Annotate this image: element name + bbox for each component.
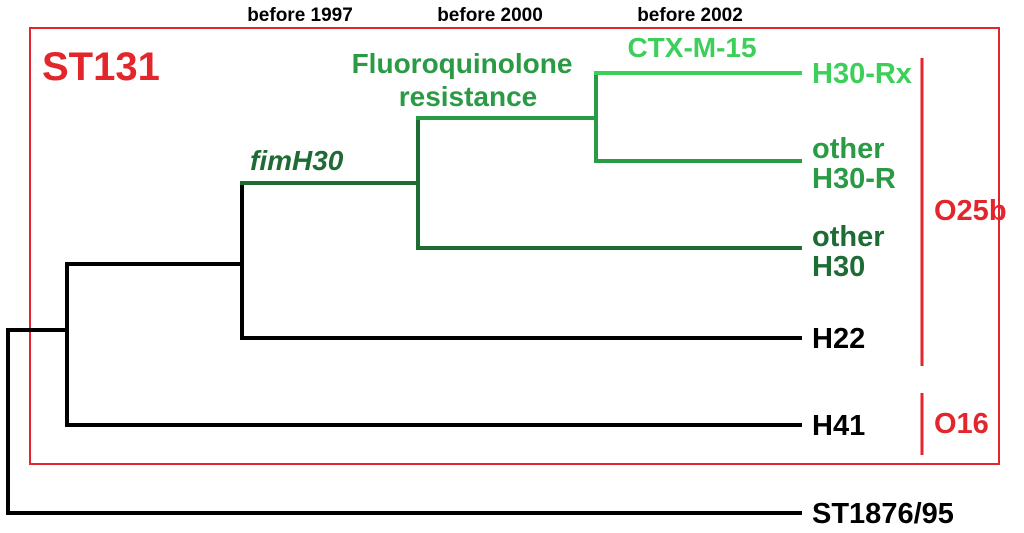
- event-label-fq-line1: Fluoroquinolone: [352, 48, 573, 79]
- timeline-label-2000: before 2000: [437, 5, 543, 26]
- tip-label-other-h30-line2: H30: [812, 251, 865, 283]
- event-label-fimh30: fimH30: [250, 145, 344, 176]
- tip-label-other-h30r-line1: other: [812, 133, 885, 165]
- tip-label-h22: H22: [812, 323, 865, 355]
- o16-label: O16: [934, 408, 989, 440]
- tip-label-h41: H41: [812, 410, 865, 442]
- timeline-label-1997: before 1997: [247, 5, 353, 26]
- st131-title: ST131: [42, 45, 160, 89]
- tip-label-other-h30-line1: other: [812, 221, 885, 253]
- o25b-label: O25b: [934, 195, 1007, 227]
- timeline-label-2002: before 2002: [637, 5, 743, 26]
- tip-label-outgroup: ST1876/95: [812, 498, 954, 530]
- tip-label-other-h30r-line2: H30-R: [812, 163, 896, 195]
- event-label-ctx: CTX-M-15: [627, 32, 756, 63]
- event-label-fq-line2: resistance: [399, 81, 538, 112]
- branch-root: [6, 328, 69, 515]
- st131-clade-box: [29, 27, 1000, 465]
- tip-label-h30rx: H30-Rx: [812, 58, 912, 90]
